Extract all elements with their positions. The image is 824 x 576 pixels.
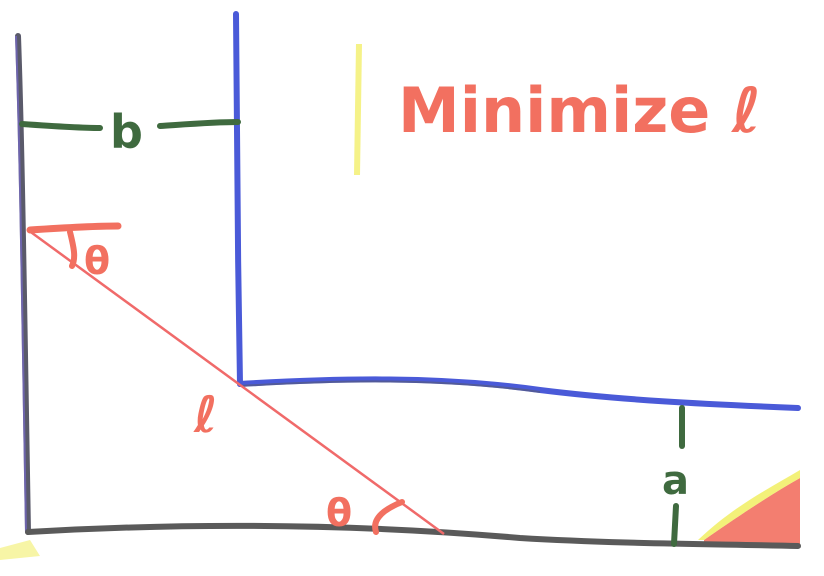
ladder-line — [27, 228, 445, 536]
yellow-highlight-top — [354, 44, 362, 175]
angle-bottom-annotation — [372, 499, 405, 535]
ladder-length-label: ℓ — [193, 386, 218, 444]
inner-horizontal-wall — [237, 376, 801, 411]
dimension-a — [671, 405, 685, 547]
theta-top-label: θ — [84, 239, 110, 283]
angle-top-annotation — [26, 222, 122, 269]
inner-vertical-wall — [233, 11, 243, 387]
outer-bottom-wall — [25, 522, 801, 549]
title-text: Minimize ℓ — [398, 74, 761, 147]
dimension-b — [19, 119, 241, 131]
theta-bottom-label: θ — [326, 491, 352, 535]
yellow-highlight-bottom-left — [0, 540, 40, 560]
outer-left-wall — [15, 33, 31, 535]
shaded-region-bottom-right — [704, 478, 800, 545]
inner-horizontal-wall-shade — [239, 380, 541, 393]
label-b: b — [110, 105, 143, 159]
label-a: a — [662, 458, 689, 504]
shaded-region-yellow-edge — [698, 470, 800, 540]
outer-left-wall-tint — [15, 35, 27, 533]
